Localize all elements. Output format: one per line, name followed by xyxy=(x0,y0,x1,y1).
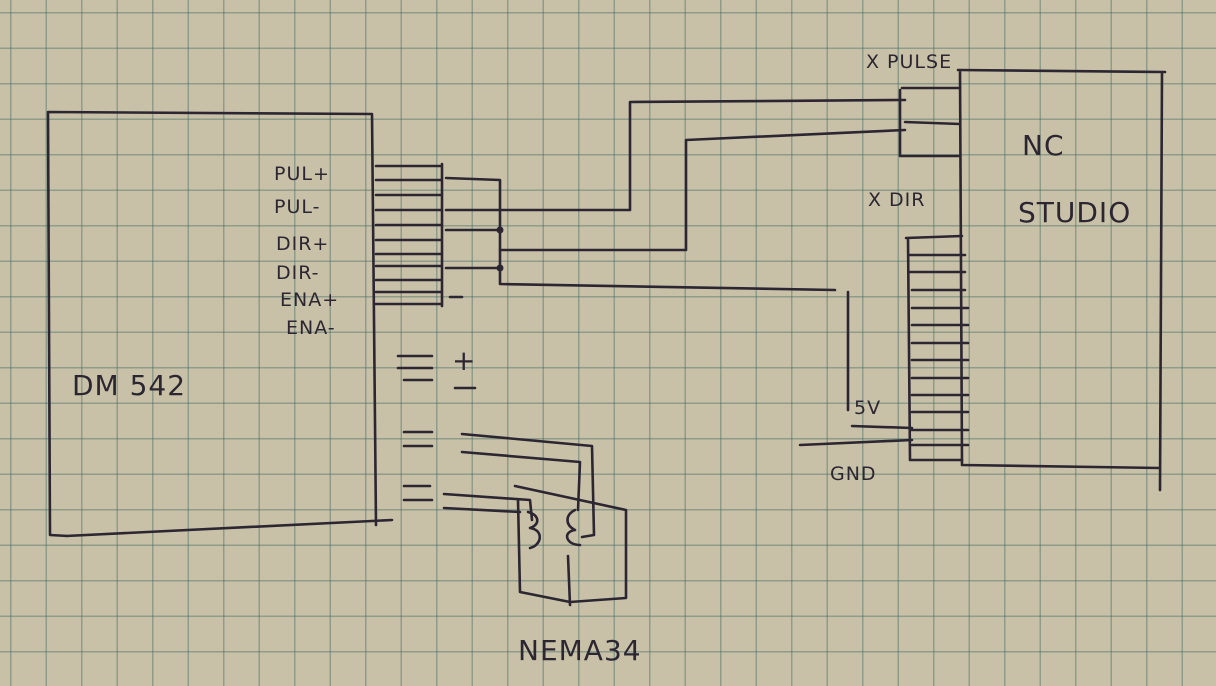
driver-name-label: DM 542 xyxy=(72,369,186,402)
signal-wires xyxy=(444,98,907,412)
x-pulse-label: X PULSE xyxy=(866,51,952,73)
pin-label-ena-plus: ENA+ xyxy=(280,289,339,311)
motor-name-label: NEMA34 xyxy=(518,634,642,667)
pin-label-pul-plus: PUL+ xyxy=(274,163,330,185)
driver-connector xyxy=(374,162,464,308)
pin-label-pul-minus: PUL- xyxy=(274,196,320,218)
nc-studio-ribbon-connector xyxy=(798,234,970,462)
5v-label: 5V xyxy=(854,397,881,419)
controller-name-line2: STUDIO xyxy=(1018,196,1131,229)
controller-name-line1: NC xyxy=(1022,129,1065,162)
motor-wiring xyxy=(442,432,628,607)
nc-studio-box xyxy=(956,68,1167,492)
gnd-label: GND xyxy=(830,463,877,485)
pin-label-ena-minus: ENA- xyxy=(286,317,336,339)
power-terminals xyxy=(396,354,477,502)
power-plus-label: + xyxy=(452,344,476,377)
dm542-driver-box xyxy=(46,110,394,538)
pin-label-dir-plus: DIR+ xyxy=(276,233,329,255)
x-pulse-connector xyxy=(898,86,962,158)
x-dir-label: X DIR xyxy=(868,189,926,211)
pin-label-dir-minus: DIR- xyxy=(276,262,320,284)
